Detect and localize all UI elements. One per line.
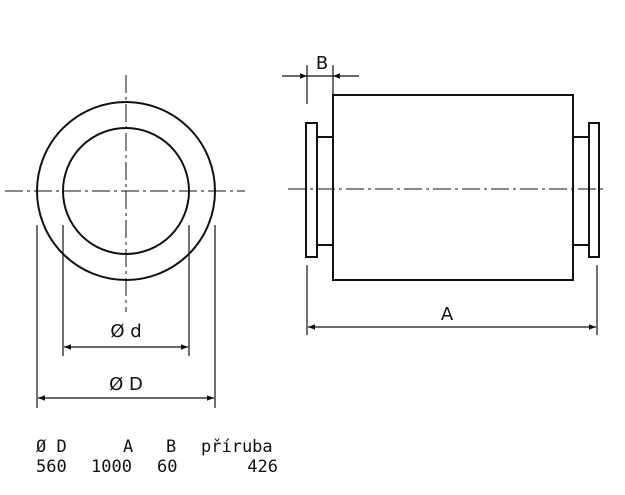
inner-circle — [62, 127, 190, 255]
left-spigot — [316, 136, 334, 246]
table-header-flange: příruba — [201, 437, 273, 457]
dimension-table: Ø D A B příruba 560 1000 60 426 — [36, 437, 278, 477]
table-header-length: A — [123, 437, 133, 457]
right-flange — [588, 122, 600, 258]
table-value-flange-width: 60 — [157, 457, 177, 477]
table-header-flange-width: B — [166, 437, 176, 457]
side-view: B A — [282, 53, 603, 335]
right-spigot — [572, 136, 590, 246]
length-label: A — [441, 304, 454, 325]
outer-diameter-label: Ø D — [109, 374, 143, 395]
inner-diameter-label: Ø d — [110, 321, 141, 342]
flange-width-label: B — [316, 53, 328, 74]
front-view: Ø d Ø D — [5, 75, 245, 408]
table-value-diameter: 560 — [36, 457, 67, 477]
table-value-flange: 426 — [247, 457, 278, 477]
table-value-length: 1000 — [91, 457, 132, 477]
left-flange — [305, 122, 318, 258]
silencer-body — [332, 94, 574, 281]
table-header-diameter: Ø D — [36, 437, 67, 457]
outer-circle — [36, 101, 216, 281]
